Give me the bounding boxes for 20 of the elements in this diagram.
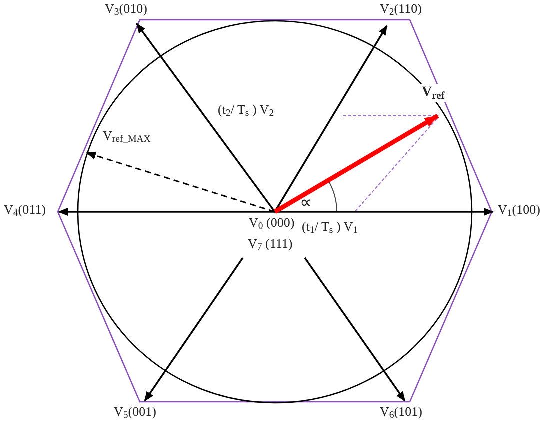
edge-label: V$_{ref_MAX}$ [103, 128, 151, 144]
vector-label: V$_{2}$(110) [378, 1, 424, 18]
component-label: (t$_{2}$/ T$_{s}$ ) V$_{2}$ [218, 102, 274, 118]
vector-label: V$_{3}$(010) [103, 1, 150, 18]
vector-label: V$_{4}$(011) [2, 202, 48, 218]
arrow [136, 23, 276, 213]
angle-symbol: ∝ [300, 193, 312, 214]
arrow [58, 208, 275, 216]
vector-label: V$_{5}$(001) [112, 404, 158, 420]
arrow [274, 114, 440, 214]
arrow [275, 208, 494, 216]
vector-label: V$_{7}$ (111) [246, 236, 295, 252]
component-label: (t$_{1}$/ T$_{s}$ ) V$_{1}$ [302, 219, 358, 236]
arrow [144, 258, 244, 402]
arrow [304, 257, 406, 402]
dashed-arrow [86, 152, 276, 213]
vector-label: V$_{1}$(100) [496, 202, 542, 218]
vector-label: V$_{6}$(101) [378, 404, 424, 420]
vector-label: V$_{0}$ (000) [247, 215, 297, 232]
vector-label: V$_{ref}$ [420, 84, 447, 102]
